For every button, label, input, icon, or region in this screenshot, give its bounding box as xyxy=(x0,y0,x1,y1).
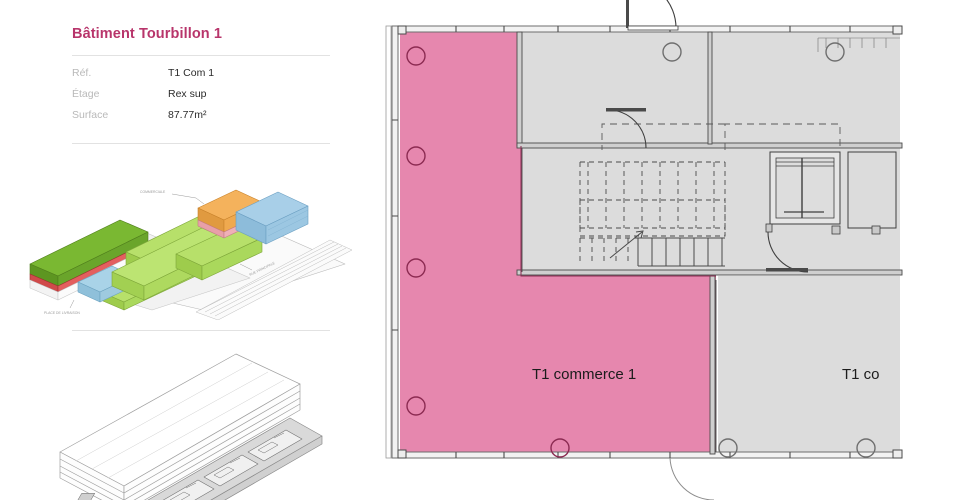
info-sidebar: Bâtiment Tourbillon 1 Réf. T1 Com 1 Étag… xyxy=(0,0,380,500)
spec-row-ref: Réf. T1 Com 1 xyxy=(72,67,330,88)
column-icon xyxy=(406,258,426,278)
page-title: Bâtiment Tourbillon 1 xyxy=(72,26,223,42)
spec-label-ref: Réf. xyxy=(72,67,92,79)
stair-flight-lower xyxy=(579,230,725,267)
stair-flight-upper xyxy=(579,161,726,236)
door-south-exit[interactable] xyxy=(669,457,714,500)
column-icon xyxy=(718,438,738,458)
facade-detail-hatch xyxy=(817,37,900,52)
spec-value-etage: Rex sup xyxy=(168,88,207,100)
unit-t1-commerce-1[interactable] xyxy=(400,32,716,452)
column-icon xyxy=(406,396,426,416)
floor-plan-panel[interactable]: T1 commerce 1 T1 co xyxy=(380,0,960,500)
axonometric-massing-diagram: COMMERCIALE PLACE DE LIVRAISON RUE PRINC… xyxy=(29,189,353,320)
svg-text:COMMERCIALE: COMMERCIALE xyxy=(140,190,166,194)
spec-label-surface: Surface xyxy=(72,109,109,121)
stair-landing xyxy=(579,200,726,237)
elevator-lobby-room xyxy=(847,151,897,229)
stair-direction-arrow-icon xyxy=(609,230,644,259)
column-icon xyxy=(856,438,876,458)
room-stair-core xyxy=(521,148,900,272)
column-icon xyxy=(825,42,845,62)
structural-columns xyxy=(406,42,876,458)
spec-row-etage: Étage Rex sup xyxy=(72,88,330,109)
divider-middle xyxy=(72,143,330,144)
floor-plan-drawing[interactable] xyxy=(380,0,960,500)
room-north-east xyxy=(712,32,900,146)
wall-stubs xyxy=(765,223,881,235)
overhead-outline xyxy=(601,123,841,150)
column-icon xyxy=(550,438,570,458)
column-icon xyxy=(406,46,426,66)
divider-top xyxy=(72,55,330,56)
room-entrance-hall xyxy=(521,32,710,146)
spec-value-surface: 87.77m² xyxy=(168,109,207,121)
divider-bottom xyxy=(72,330,330,331)
door-main-entrance[interactable] xyxy=(626,0,679,31)
spec-row-surface: Surface 87.77m² xyxy=(72,109,330,130)
spec-value-ref: T1 Com 1 xyxy=(168,67,215,79)
column-icon xyxy=(662,42,682,62)
door-elevator-lobby[interactable] xyxy=(766,231,809,273)
elevator-shaft xyxy=(769,151,841,225)
axonometric-wireframe-diagram xyxy=(59,353,323,500)
spec-table: Réf. T1 Com 1 Étage Rex sup Surface 87.7… xyxy=(72,67,330,130)
unit-boundary-line xyxy=(520,146,716,277)
unit-t1-commerce-2[interactable] xyxy=(718,276,900,452)
svg-text:PLACE DE LIVRAISON: PLACE DE LIVRAISON xyxy=(44,311,80,315)
corner-posts xyxy=(397,25,903,459)
column-icon xyxy=(406,146,426,166)
door-entrance-hall[interactable] xyxy=(606,108,647,149)
spec-label-etage: Étage xyxy=(72,88,100,100)
